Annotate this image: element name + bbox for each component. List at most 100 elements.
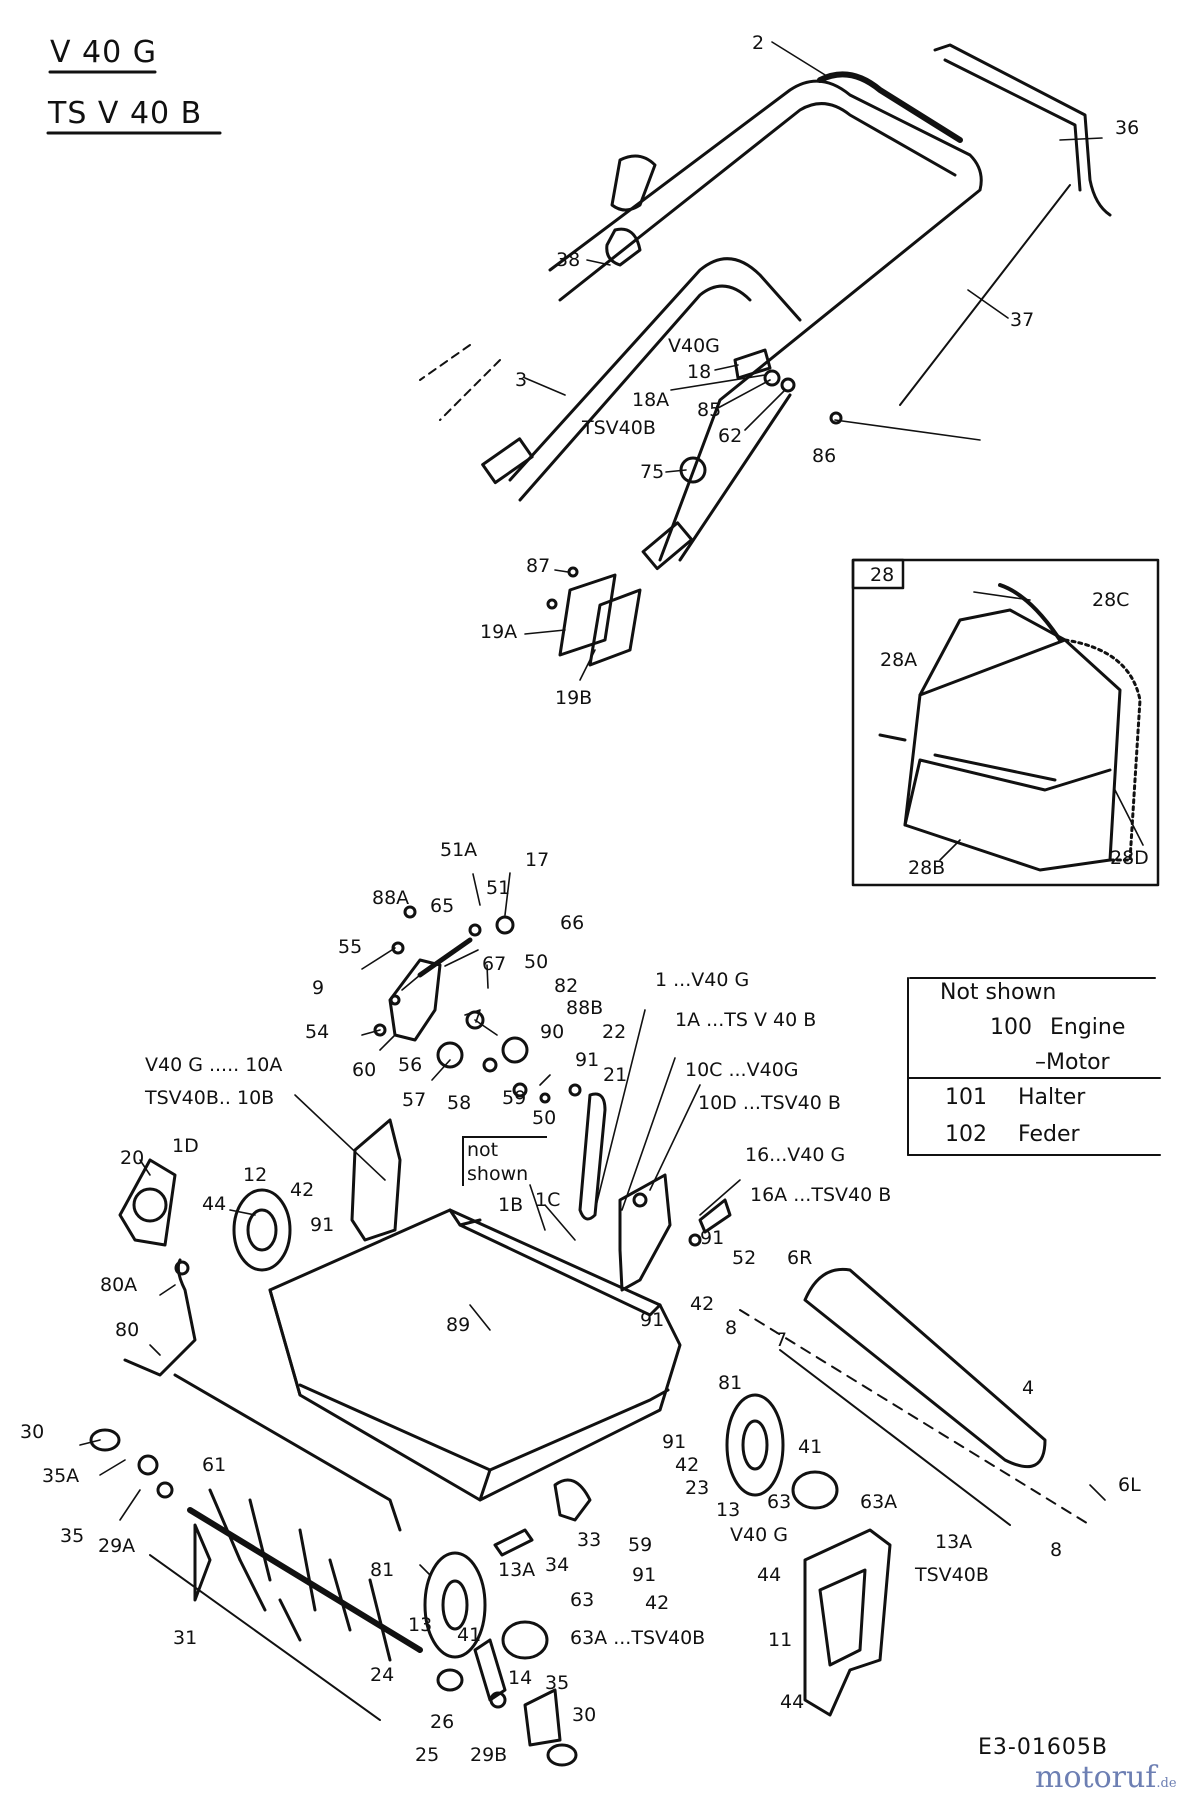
label-41a: 41	[798, 1436, 823, 1458]
label-28d: 28D	[1110, 847, 1149, 869]
label-63c: 63	[570, 1589, 595, 1611]
legend-lines	[907, 977, 1161, 1156]
label-4: 4	[1022, 1377, 1035, 1399]
grass-bag-inset	[851, 558, 1160, 887]
model-title-2: TS V 40 B	[48, 96, 203, 131]
label-60: 60	[352, 1059, 377, 1081]
label-28b: 28B	[908, 857, 946, 879]
label-18a: 18A	[632, 389, 670, 411]
label-52: 52	[732, 1247, 757, 1269]
label-44b: 44	[757, 1564, 782, 1586]
label-87: 87	[526, 555, 551, 577]
label-2: 2	[752, 32, 765, 54]
label-38: 38	[556, 249, 581, 271]
label-1d: 1D	[172, 1135, 199, 1157]
label-85: 85	[697, 399, 722, 421]
label-88b: 88B	[566, 997, 604, 1019]
label-16a: 16A ...TSV40 B	[750, 1184, 892, 1206]
label-tsv40b: TSV40B	[582, 417, 656, 439]
label-13a: 13A	[498, 1559, 536, 1581]
label-65: 65	[430, 895, 455, 917]
label-63d: 63A ...TSV40B	[570, 1627, 706, 1649]
drive-belt	[578, 1092, 607, 1221]
label-21: 21	[603, 1064, 628, 1086]
label-20: 20	[120, 1147, 145, 1169]
label-34: 34	[545, 1554, 570, 1576]
model-title-1: V 40 G	[50, 35, 158, 70]
height-lever-80	[123, 1258, 402, 1532]
rear-wheel-left	[118, 1158, 177, 1247]
label-tsv40b2: TSV40B	[915, 1564, 989, 1586]
label-24: 24	[370, 1664, 395, 1686]
label-63a: 63	[767, 1491, 792, 1513]
scarifier-housing	[268, 1208, 682, 1502]
label-59b: 59	[628, 1534, 653, 1556]
label-61: 61	[202, 1454, 227, 1476]
label-28c: 28C	[1092, 589, 1130, 611]
label-67: 67	[482, 953, 507, 975]
label-22: 22	[602, 1021, 627, 1043]
label-7: 7	[775, 1329, 788, 1351]
label-36: 36	[1115, 117, 1140, 139]
lever-16	[688, 1198, 732, 1247]
label-35a: 35A	[42, 1465, 80, 1487]
label-50b: 50	[532, 1107, 557, 1129]
label-8a: 8	[725, 1317, 738, 1339]
label-8b: 8	[1050, 1539, 1063, 1561]
small-hardware	[373, 905, 582, 1104]
label-55: 55	[338, 936, 363, 958]
label-10d: 10D ...TSV40 B	[698, 1092, 841, 1114]
label-13a2: 13A	[935, 1531, 973, 1553]
label-not-shown: not shown	[462, 1136, 547, 1186]
rear-roller-4	[739, 1267, 1091, 1526]
label-28a: 28A	[880, 649, 918, 671]
shaft-bearings	[89, 1428, 578, 1767]
label-91f: 91	[632, 1564, 657, 1586]
label-90: 90	[540, 1021, 565, 1043]
watermark-text: motoruf	[1035, 1760, 1157, 1795]
hubcaps	[501, 1470, 839, 1660]
label-29a: 29A	[98, 1535, 136, 1557]
front-wheel-right	[725, 1393, 785, 1497]
label-80: 80	[115, 1319, 140, 1341]
label-11: 11	[768, 1629, 793, 1651]
label-35: 35	[60, 1525, 85, 1547]
label-1: 1 ...V40 G	[655, 969, 750, 991]
label-10b: TSV40B.. 10B	[145, 1087, 275, 1109]
label-86: 86	[812, 445, 837, 467]
drawing-code: E3-01605B	[978, 1735, 1108, 1760]
label-9: 9	[312, 977, 325, 999]
label-12: 12	[243, 1164, 268, 1186]
label-51a: 51A	[440, 839, 478, 861]
legend-name-engine: Engine	[1050, 1015, 1126, 1040]
legend-num-100: 100	[990, 1015, 1032, 1040]
label-10c: 10C ...V40G	[685, 1059, 799, 1081]
label-54: 54	[305, 1021, 330, 1043]
height-plates	[546, 566, 642, 667]
label-80a: 80A	[100, 1274, 138, 1296]
belt-cover-10	[350, 1118, 402, 1242]
label-30b: 30	[572, 1704, 597, 1726]
label-1c: 1C	[535, 1189, 561, 1211]
drive-cover-10c	[618, 1173, 672, 1292]
legend-name-halter: Halter	[1018, 1085, 1086, 1110]
shroud-11	[803, 1528, 892, 1717]
label-63b: 63A	[860, 1491, 898, 1513]
label-51: 51	[486, 877, 511, 899]
lower-handle	[419, 257, 802, 571]
label-16: 16...V40 G	[745, 1144, 846, 1166]
watermark-tld: .de	[1156, 1776, 1177, 1791]
label-59a: 59	[502, 1087, 527, 1109]
cable-bracket	[605, 154, 657, 267]
label-33: 33	[577, 1529, 602, 1551]
bail-lever	[933, 43, 1112, 217]
front-wheel-left	[423, 1551, 487, 1659]
label-1b: 1B	[498, 1194, 524, 1216]
label-13: 13	[716, 1499, 741, 1521]
label-6l: 6L	[1118, 1474, 1141, 1496]
label-18: 18	[687, 361, 712, 383]
inset-box-label: 28	[870, 564, 895, 586]
brackets-33-34	[493, 1478, 592, 1557]
label-58: 58	[447, 1092, 472, 1114]
